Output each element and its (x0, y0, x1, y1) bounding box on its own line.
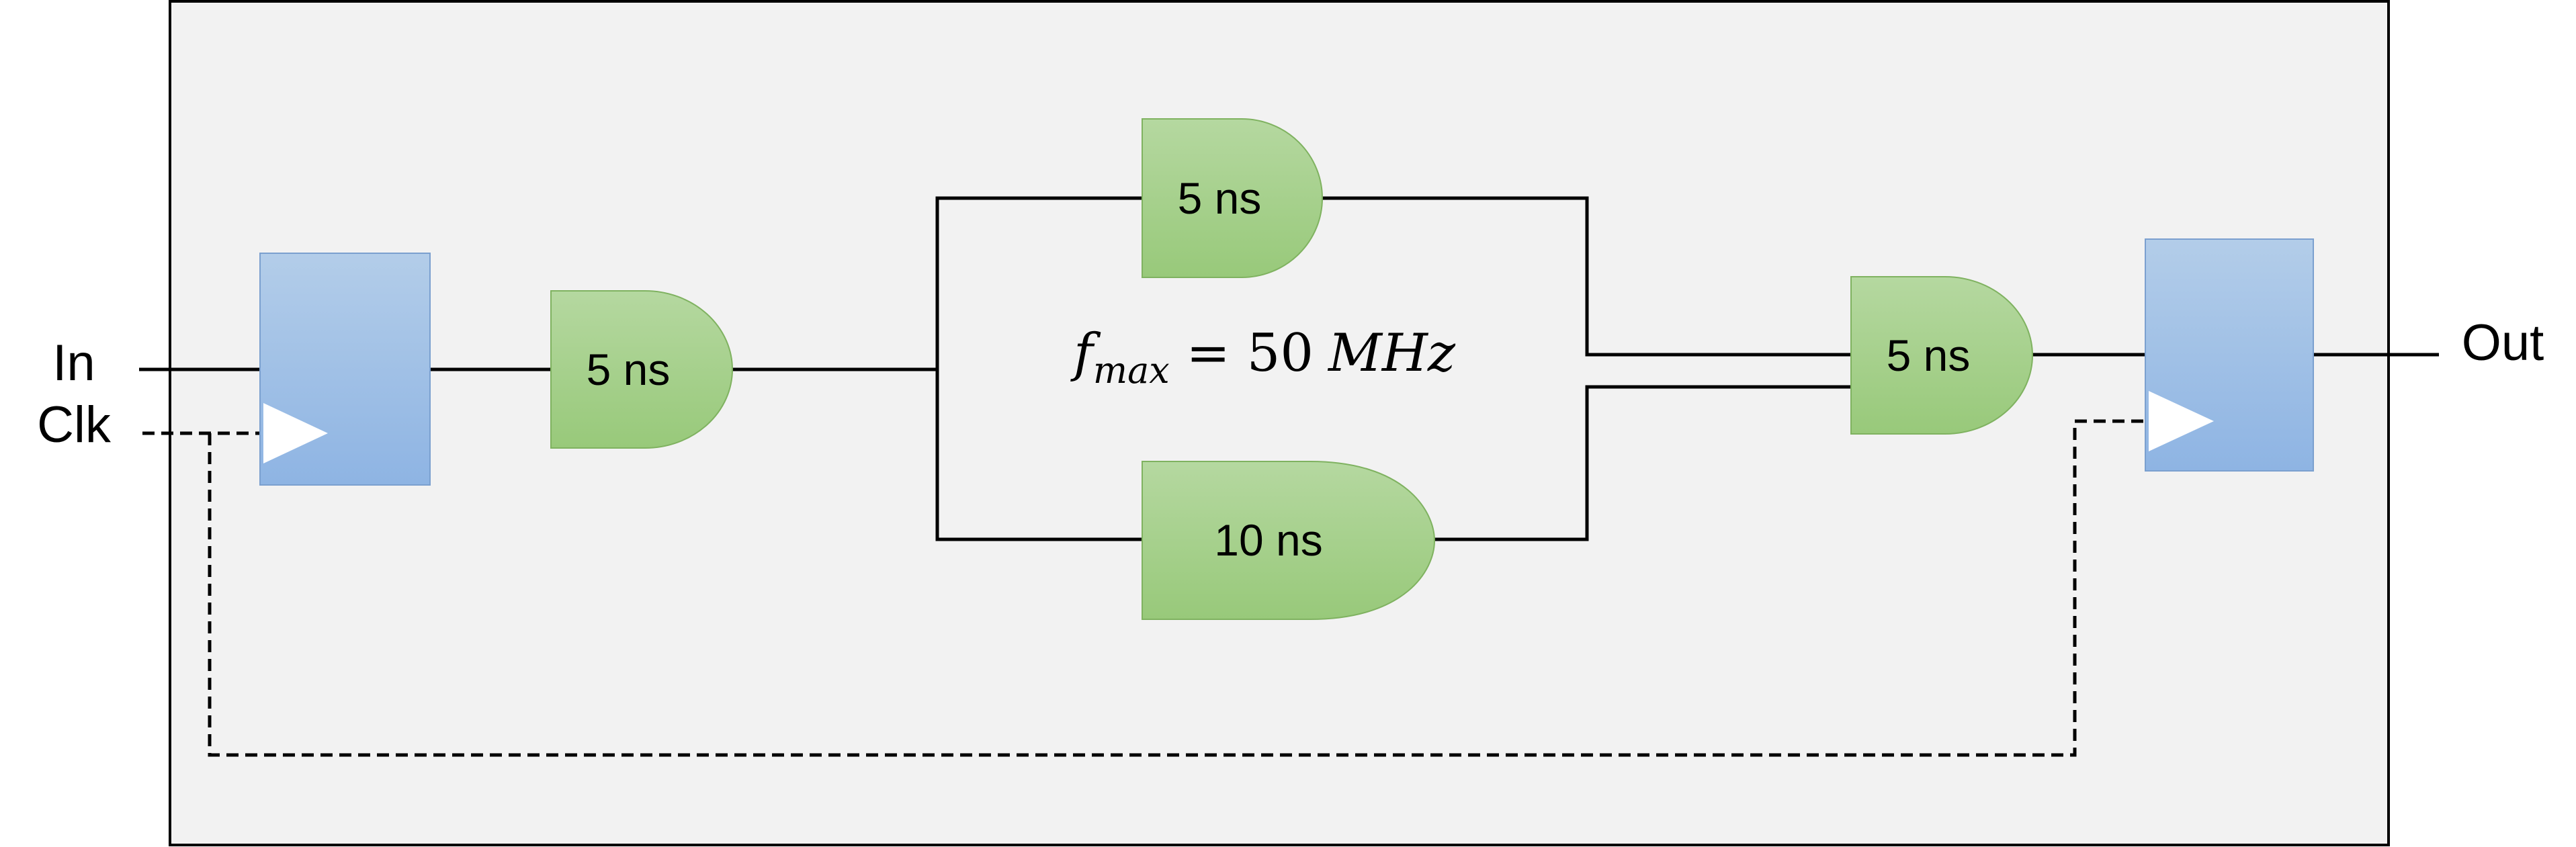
output-and-gate-body (1850, 276, 2033, 435)
clock-distribution-wire (208, 419, 2150, 757)
formula-equals: = (1170, 323, 1247, 384)
formula-subscript: max (1093, 349, 1170, 392)
lower-and-gate-body (1142, 461, 1436, 620)
input-gate-delay-label: 5 ns (587, 345, 671, 394)
lower-gate-output-wire (1431, 385, 1851, 541)
output-port-label: Out (2462, 314, 2544, 371)
formula-value: 50 (1247, 323, 1314, 384)
clock-port-label: Clk (37, 396, 112, 453)
split-wire (935, 196, 1142, 541)
output-and-gate: 5 ns (1850, 276, 2033, 435)
upper-gate-output-wire (1322, 196, 1851, 357)
output-register-clock-triangle (2149, 391, 2214, 451)
input-port-label: In (52, 335, 95, 392)
input-register-clock-triangle (263, 403, 328, 463)
lower-gate-delay-label: 10 ns (1214, 515, 1322, 565)
upper-and-gate: 5 ns (1142, 118, 1323, 278)
lower-and-gate: 10 ns (1142, 461, 1436, 620)
output-register (2145, 238, 2314, 472)
formula-unit: MHz (1327, 323, 1456, 384)
input-register (259, 253, 431, 486)
upper-and-gate-body (1142, 118, 1323, 278)
signal-wires (139, 196, 2439, 541)
output-gate-delay-label: 5 ns (1887, 330, 1971, 380)
upper-gate-delay-label: 5 ns (1178, 173, 1262, 223)
input-and-gate-body (550, 290, 733, 449)
input-and-gate: 5 ns (550, 290, 733, 449)
clock-wires (142, 419, 2150, 757)
